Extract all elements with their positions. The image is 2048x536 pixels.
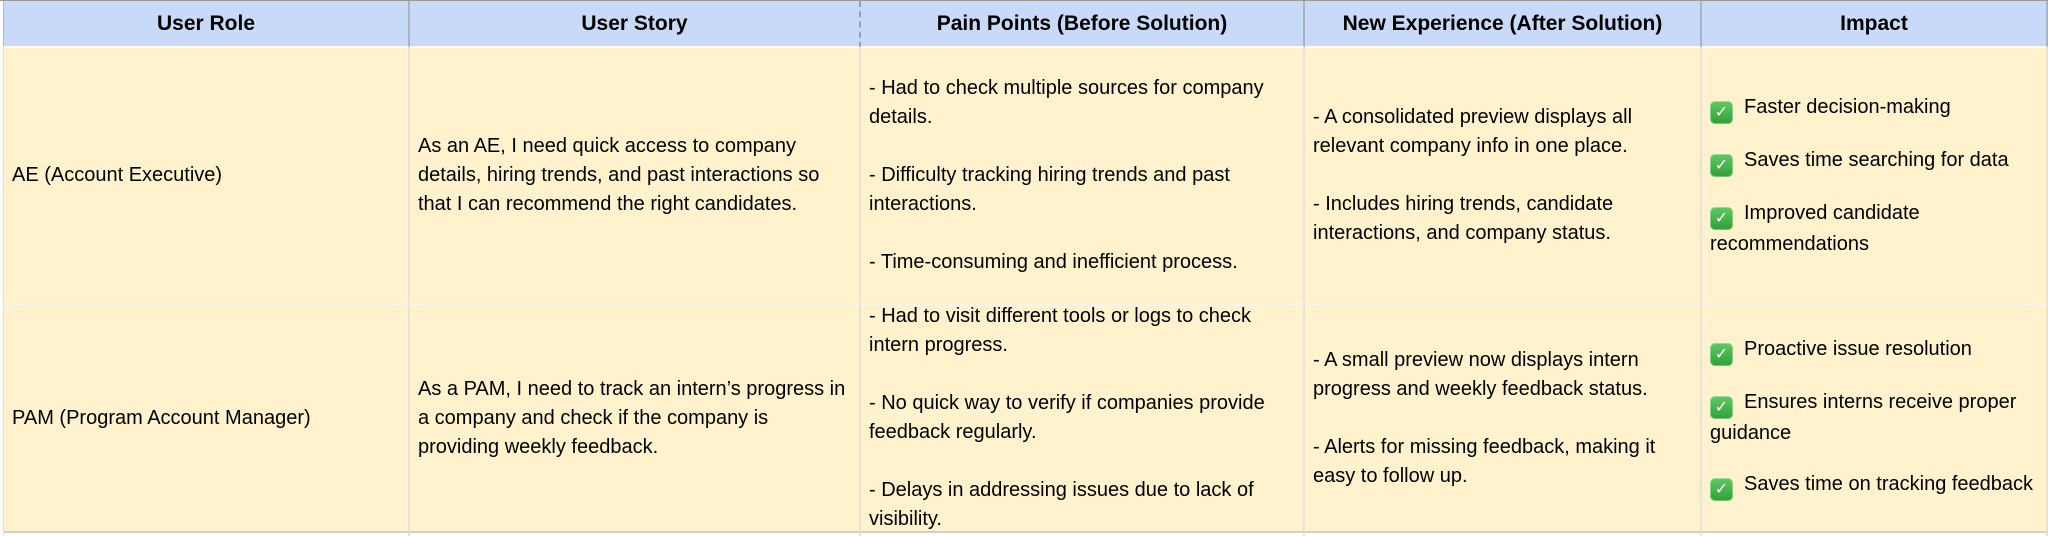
cell-impact[interactable]: ✓ Faster decision-making ✓ Saves time sear… bbox=[1702, 48, 2048, 303]
table-header-row: User Role User Story Pain Points (Before… bbox=[3, 1, 2048, 48]
user-role-text: AE (Account Executive) bbox=[12, 164, 223, 186]
impact-item: ✓Improved candidate recommendations bbox=[1710, 199, 2036, 259]
header-user-role[interactable]: User Role bbox=[3, 1, 410, 48]
check-icon: ✓ bbox=[1710, 153, 1733, 177]
header-pain-points[interactable]: Pain Points (Before Solution) bbox=[861, 1, 1305, 48]
cell-user-role bbox=[3, 531, 410, 536]
check-icon: ✓ bbox=[1710, 343, 1733, 366]
pain-points-text: - Had to check multiple sources for comp… bbox=[869, 77, 1264, 273]
impact-item: ✓ Faster decision-making bbox=[1710, 93, 2036, 124]
cell-impact bbox=[1702, 531, 2048, 536]
cell-user-role[interactable]: AE (Account Executive) bbox=[3, 48, 410, 303]
cell-pain-points[interactable]: - Had to visit different tools or logs t… bbox=[861, 303, 1305, 531]
new-experience-text: - A small preview now displays intern pr… bbox=[1313, 348, 1656, 487]
impact-text: Faster decision-making bbox=[1744, 95, 1951, 118]
header-new-experience[interactable]: New Experience (After Solution) bbox=[1305, 1, 1702, 48]
header-user-story[interactable]: User Story bbox=[410, 1, 861, 48]
new-experience-text: - A consolidated preview displays all re… bbox=[1313, 106, 1633, 244]
check-icon: ✓ bbox=[1710, 206, 1733, 230]
check-icon: ✓ bbox=[1710, 100, 1733, 124]
pain-points-text: - Had to visit different tools or logs t… bbox=[869, 305, 1265, 530]
cell-user-story[interactable]: As an AE, I need quick access to company… bbox=[410, 48, 861, 303]
cell-user-story bbox=[410, 531, 861, 536]
table-row: AE (Account Executive) As an AE, I need … bbox=[3, 48, 2048, 303]
header-impact[interactable]: Impact bbox=[1702, 1, 2048, 48]
cell-new-experience[interactable]: - A consolidated preview displays all re… bbox=[1305, 48, 1702, 303]
cell-user-story[interactable]: As a PAM, I need to track an intern’s pr… bbox=[410, 303, 861, 531]
cell-pain-points bbox=[861, 531, 1305, 536]
table-row: PAM (Program Account Manager) As a PAM, … bbox=[3, 303, 2048, 531]
impact-item: ✓ Saves time searching for data bbox=[1710, 146, 2036, 177]
check-icon: ✓ bbox=[1710, 478, 1733, 501]
check-icon: ✓ bbox=[1710, 396, 1733, 419]
cell-impact[interactable]: ✓Proactive issue resolution ✓Ensures int… bbox=[1702, 303, 2048, 531]
user-role-text: PAM (Program Account Manager) bbox=[12, 406, 311, 429]
next-row-partial bbox=[3, 531, 2048, 536]
impact-text: Improved candidate recommendations bbox=[1710, 201, 1920, 255]
cell-user-role[interactable]: PAM (Program Account Manager) bbox=[3, 303, 410, 531]
impact-text: Ensures interns receive proper guidance bbox=[1710, 391, 2017, 444]
impact-item: ✓Ensures interns receive proper guidance bbox=[1710, 388, 2036, 448]
impact-text: Proactive issue resolution bbox=[1744, 338, 1972, 360]
user-story-text: As an AE, I need quick access to company… bbox=[418, 135, 820, 215]
cell-new-experience[interactable]: - A small preview now displays intern pr… bbox=[1305, 303, 1702, 531]
impact-item: ✓ Saves time on tracking feedback bbox=[1710, 470, 2036, 501]
impact-item: ✓ Proactive issue resolution bbox=[1710, 335, 2036, 366]
impact-text: Saves time searching for data bbox=[1744, 148, 2009, 171]
impact-text: Saves time on tracking feedback bbox=[1744, 473, 2034, 495]
cell-pain-points[interactable]: - Had to check multiple sources for comp… bbox=[861, 48, 1305, 303]
user-story-text: As a PAM, I need to track an intern’s pr… bbox=[418, 377, 846, 458]
cell-new-experience bbox=[1305, 531, 1702, 536]
